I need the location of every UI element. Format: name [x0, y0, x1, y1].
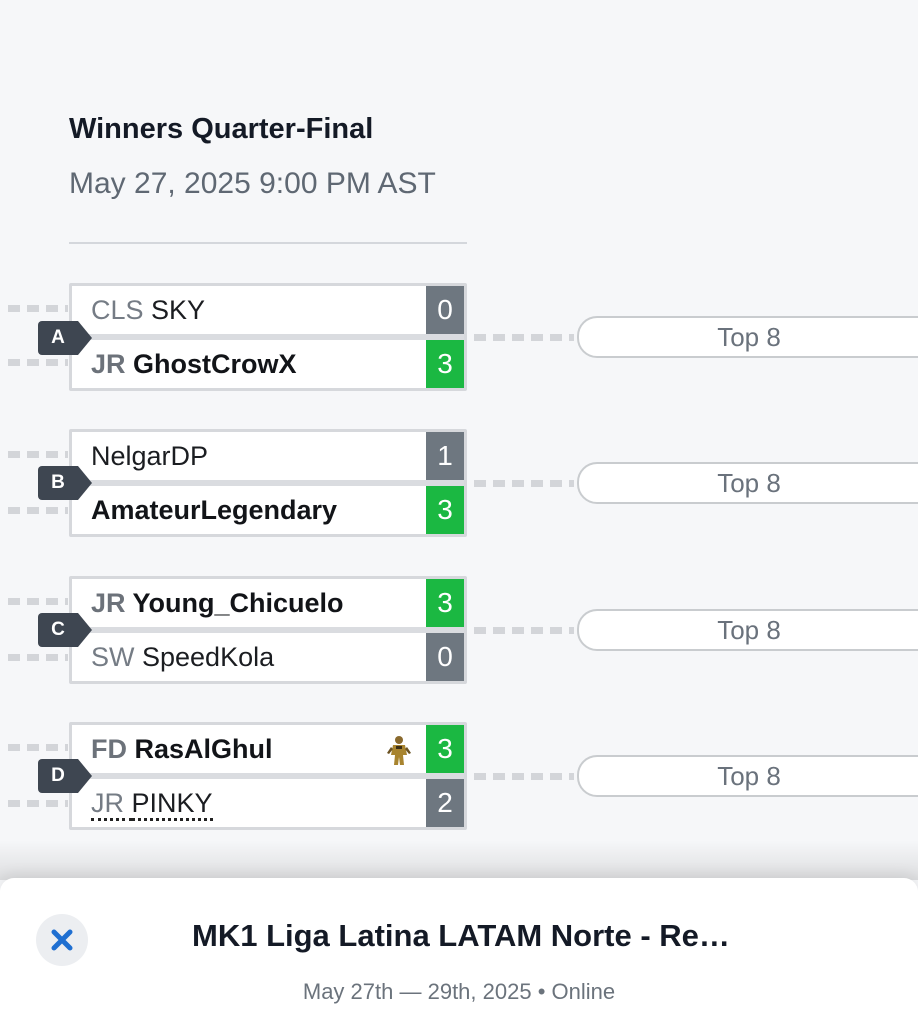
player-score: 0 — [426, 286, 464, 334]
player-name: PINKY — [131, 788, 213, 821]
player-name: RasAlGhul — [134, 734, 273, 764]
player-name: SpeedKola — [142, 642, 275, 672]
team-prefix: SW — [91, 642, 142, 672]
next-match-label: Top 8 — [717, 468, 781, 498]
team-prefix: JR — [91, 788, 132, 821]
player-entry: FD RasAlGhul — [91, 734, 273, 765]
incoming-connector — [8, 451, 68, 458]
next-match-label: Top 8 — [717, 322, 781, 352]
slot-divider — [72, 773, 464, 779]
player-entry: SW SpeedKola — [91, 642, 274, 673]
next-match-box[interactable]: Top 8 — [577, 462, 918, 504]
next-match-box[interactable]: Top 8 — [577, 316, 918, 358]
outgoing-connector — [474, 334, 574, 341]
round-title: Winners Quarter-Final — [69, 113, 374, 145]
player-slot[interactable]: NelgarDP 1 — [72, 432, 464, 480]
outgoing-connector — [474, 773, 574, 780]
player-score: 3 — [426, 725, 464, 773]
event-meta: May 27th — 29th, 2025 • Online — [302, 979, 616, 1004]
player-score: 0 — [426, 633, 464, 681]
match-box[interactable]: FD RasAlGhul 3 JR PINKY 2 — [69, 722, 467, 830]
match-label: C — [38, 613, 92, 647]
incoming-connector — [8, 800, 68, 807]
player-name: NelgarDP — [91, 441, 209, 471]
player-score: 3 — [426, 340, 464, 388]
player-entry: JR GhostCrowX — [91, 349, 297, 380]
match-box[interactable]: NelgarDP 1 AmateurLegendary 3 — [69, 429, 467, 537]
player-slot[interactable]: FD RasAlGhul 3 — [72, 725, 464, 773]
player-entry: CLS SKY — [91, 295, 205, 326]
player-name: SKY — [151, 295, 206, 325]
team-prefix: FD — [91, 734, 135, 764]
match-label: A — [38, 321, 92, 355]
player-slot[interactable]: JR GhostCrowX 3 — [72, 340, 464, 388]
divider — [69, 242, 467, 244]
player-entry: JR PINKY — [91, 788, 213, 821]
incoming-connector — [8, 598, 68, 605]
player-name: AmateurLegendary — [91, 495, 338, 525]
incoming-connector — [8, 654, 68, 661]
team-prefix: CLS — [91, 295, 152, 325]
match-set-b[interactable]: NelgarDP 1 AmateurLegendary 3 B Top 8 — [0, 429, 918, 539]
match-label: D — [38, 759, 92, 793]
match-box[interactable]: CLS SKY 0 JR GhostCrowX 3 — [69, 283, 467, 391]
player-score: 1 — [426, 432, 464, 480]
player-slot[interactable]: AmateurLegendary 3 — [72, 486, 464, 534]
incoming-connector — [8, 359, 68, 366]
player-score: 3 — [426, 486, 464, 534]
player-slot[interactable]: CLS SKY 0 — [72, 286, 464, 334]
incoming-connector — [8, 744, 68, 751]
team-prefix: JR — [91, 588, 133, 618]
next-match-label: Top 8 — [717, 615, 781, 645]
match-box[interactable]: JR Young_Chicuelo 3 SW SpeedKola 0 — [69, 576, 467, 684]
player-entry: JR Young_Chicuelo — [91, 588, 344, 619]
incoming-connector — [8, 305, 68, 312]
outgoing-connector — [474, 480, 574, 487]
match-set-c[interactable]: JR Young_Chicuelo 3 SW SpeedKola 0 C Top… — [0, 576, 918, 686]
player-slot[interactable]: SW SpeedKola 0 — [72, 633, 464, 681]
slot-divider — [72, 334, 464, 340]
match-set-a[interactable]: CLS SKY 0 JR GhostCrowX 3 A Top 8 — [0, 283, 918, 393]
player-entry: NelgarDP — [91, 441, 208, 472]
incoming-connector — [8, 507, 68, 514]
round-date: May 27, 2025 9:00 PM AST — [69, 167, 436, 200]
event-title[interactable]: MK1 Liga Latina LATAM Norte - Re… — [192, 918, 730, 953]
close-icon — [51, 929, 73, 951]
next-match-box[interactable]: Top 8 — [577, 609, 918, 651]
slot-divider — [72, 627, 464, 633]
player-entry: AmateurLegendary — [91, 495, 337, 526]
match-set-d[interactable]: FD RasAlGhul 3 JR PINKY 2 — [0, 722, 918, 832]
character-icon — [387, 736, 411, 765]
player-score: 3 — [426, 579, 464, 627]
event-bottom-sheet[interactable]: MK1 Liga Latina LATAM Norte - Re… May 27… — [0, 878, 918, 1024]
player-name: Young_Chicuelo — [132, 588, 344, 618]
player-slot[interactable]: JR Young_Chicuelo 3 — [72, 579, 464, 627]
team-prefix: JR — [91, 349, 134, 379]
slot-divider — [72, 480, 464, 486]
sheet-shadow — [0, 840, 918, 880]
player-slot[interactable]: JR PINKY 2 — [72, 779, 464, 827]
player-name: GhostCrowX — [133, 349, 297, 379]
next-match-box[interactable]: Top 8 — [577, 755, 918, 797]
close-button[interactable] — [36, 914, 88, 966]
outgoing-connector — [474, 627, 574, 634]
player-score: 2 — [426, 779, 464, 827]
next-match-label: Top 8 — [717, 761, 781, 791]
match-label: B — [38, 466, 92, 500]
